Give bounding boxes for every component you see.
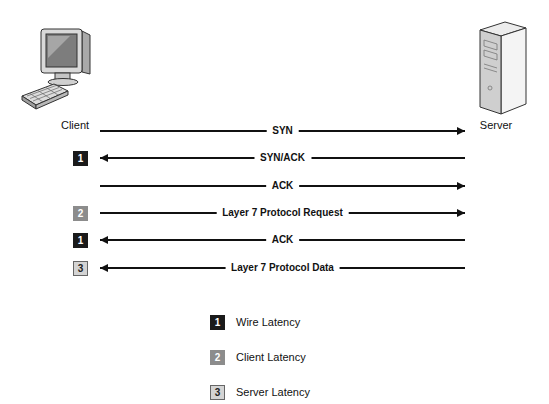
callout-number: 1	[73, 151, 88, 166]
callout-number: 2	[210, 350, 225, 365]
callout-number: 3	[73, 261, 88, 276]
message-label: SYN/ACK	[254, 152, 311, 164]
legend-text: Server Latency	[236, 385, 310, 400]
legend-text: Client Latency	[236, 350, 306, 365]
callout-number: 1	[73, 233, 88, 248]
server-illustration	[480, 22, 526, 114]
callout-number: 3	[210, 385, 225, 400]
message-label: Layer 7 Protocol Request	[216, 207, 349, 219]
message-label: SYN	[266, 125, 299, 137]
message-label: ACK	[266, 180, 300, 192]
message-label: ACK	[266, 234, 300, 246]
endpoint-node: Client	[20, 22, 100, 284]
message-label: Layer 7 Protocol Data	[225, 262, 340, 274]
computer-illustration	[22, 29, 90, 109]
callout-number: 2	[73, 206, 88, 221]
node-label: Server	[465, 119, 527, 132]
endpoint-node: Server	[465, 22, 535, 284]
callout-number: 1	[210, 315, 225, 330]
legend-text: Wire Latency	[236, 315, 300, 330]
node-label: Client	[45, 119, 105, 132]
